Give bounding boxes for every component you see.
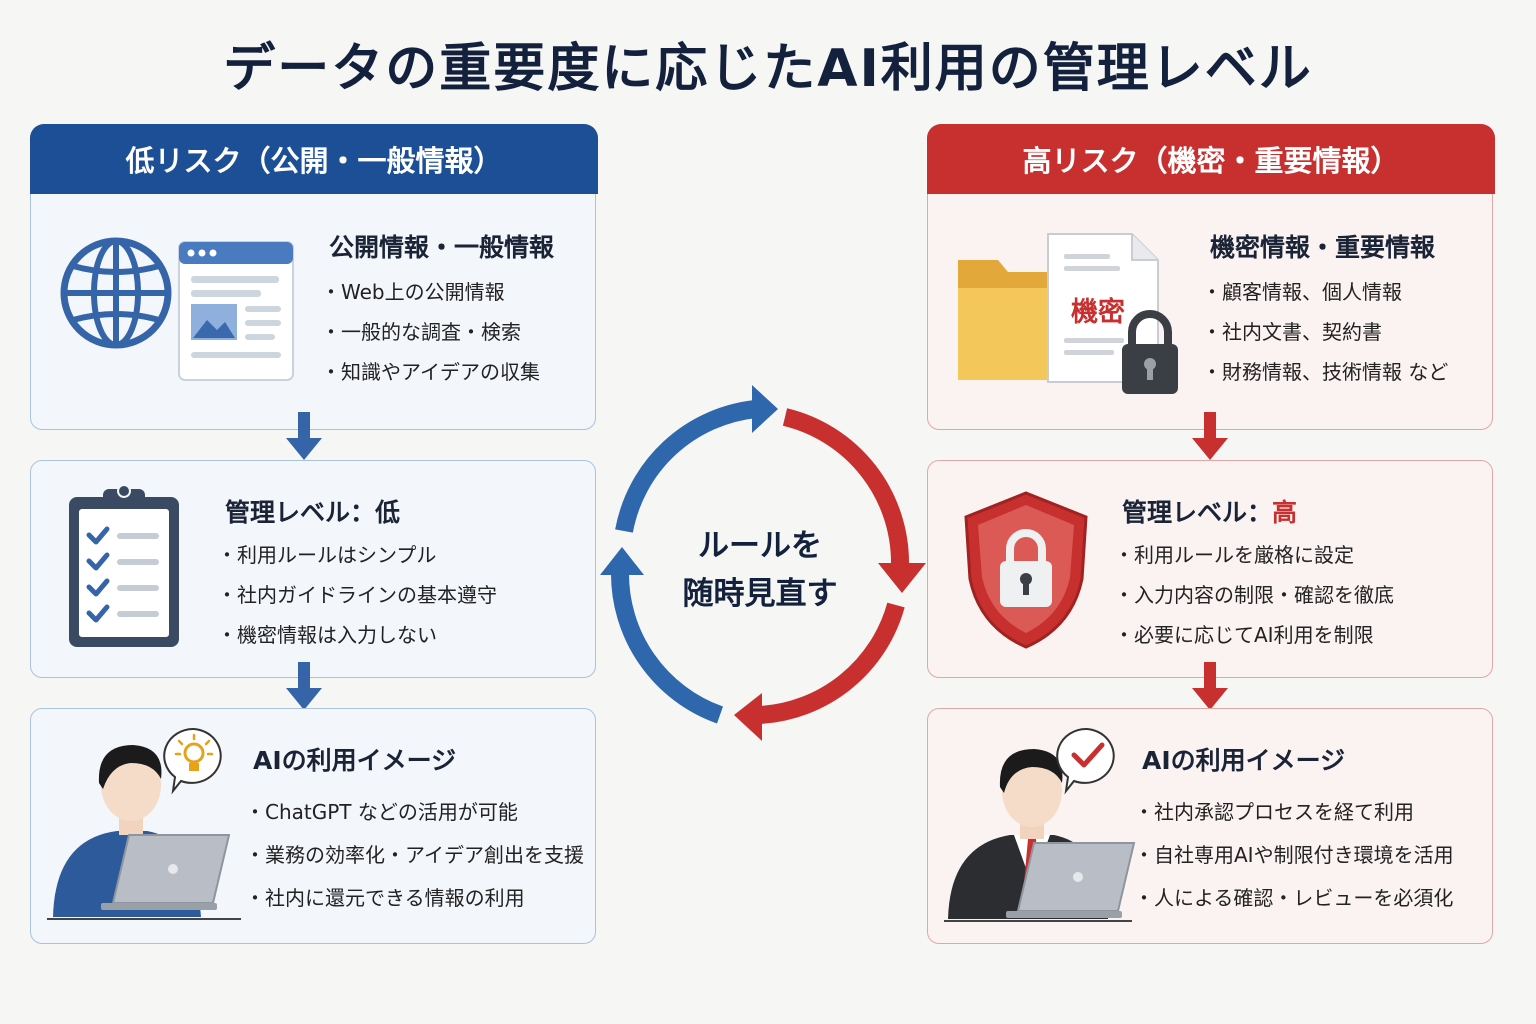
low-risk-header: 低リスク（公開・一般情報） <box>30 124 598 194</box>
cycle-label-line: 随時見直す <box>682 576 838 612</box>
page-title: データの重要度に応じたAI利用の管理レベル <box>223 39 1313 99</box>
low-usage-list: ChatGPT などの活用が可能 業務の効率化・アイデア創出を支援 社内に還元で… <box>245 791 584 920</box>
high-usage-title: AIの利用イメージ <box>1142 746 1346 775</box>
low-info-list: Web上の公開情報 一般的な調査・検索 知識やアイデアの収集 <box>321 272 540 392</box>
low-usage-panel: AIの利用イメージ ChatGPT などの活用が可能 業務の効率化・アイデア創出… <box>30 708 596 944</box>
low-usage-title: AIの利用イメージ <box>253 746 457 775</box>
checkmark-bubble-icon <box>1056 727 1115 795</box>
confidential-stamp: 機密 <box>1071 297 1125 328</box>
cycle-arrows-icon <box>600 385 926 741</box>
low-info-title: 公開情報・一般情報 <box>329 233 555 262</box>
level-value: 高 <box>1272 498 1298 527</box>
down-arrow-icon <box>1192 412 1228 460</box>
level-label: 管理レベル： <box>225 498 376 527</box>
list-item: 社内文書、契約書 <box>1202 312 1448 352</box>
high-level-panel: 管理レベル：高 利用ルールを厳格に設定 入力内容の制限・確認を徹底 必要に応じて… <box>927 460 1493 678</box>
high-level-list: 利用ルールを厳格に設定 入力内容の制限・確認を徹底 必要に応じてAI利用を制限 <box>1114 535 1394 655</box>
list-item: 利用ルールはシンプル <box>217 535 497 575</box>
high-risk-header: 高リスク（機密・重要情報） <box>927 124 1495 194</box>
cycle-label-line: ルールを <box>698 528 822 564</box>
list-item: 財務情報、技術情報 など <box>1202 352 1448 392</box>
level-value: 低 <box>375 498 401 527</box>
laptop-icon <box>101 834 231 910</box>
laptop-icon <box>1006 842 1136 918</box>
list-item: 人による確認・レビューを必須化 <box>1134 877 1454 920</box>
high-info-panel: 機密 機密情報・重要情報 顧客情報、個人情報 社内文書、契約書 財務情報、技術情… <box>927 194 1493 430</box>
list-item: 利用ルールを厳格に設定 <box>1114 535 1394 575</box>
list-item: Web上の公開情報 <box>321 272 540 312</box>
high-usage-panel: AIの利用イメージ 社内承認プロセスを経て利用 自社専用AIや制限付き環境を活用… <box>927 708 1493 944</box>
browser-window-icon <box>178 241 294 381</box>
list-item: 業務の効率化・アイデア創出を支援 <box>245 834 584 877</box>
list-item: 機密情報は入力しない <box>217 615 497 655</box>
high-info-list: 顧客情報、個人情報 社内文書、契約書 財務情報、技術情報 など <box>1202 272 1448 392</box>
globe-icon <box>60 237 172 349</box>
list-item: 必要に応じてAI利用を制限 <box>1114 615 1394 655</box>
lightbulb-bubble-icon <box>163 727 222 795</box>
folder-icon <box>958 260 1076 380</box>
cycle-label: ルールを 随時見直す <box>660 522 860 618</box>
high-level-title: 管理レベル：高 <box>1122 493 1297 529</box>
low-level-panel: 管理レベル：低 利用ルールはシンプル 社内ガイドラインの基本遵守 機密情報は入力… <box>30 460 596 678</box>
low-level-list: 利用ルールはシンプル 社内ガイドラインの基本遵守 機密情報は入力しない <box>217 535 497 655</box>
down-arrow-icon <box>286 412 322 460</box>
list-item: 知識やアイデアの収集 <box>321 352 540 392</box>
clipboard-checklist-icon <box>69 484 179 647</box>
shield-lock-icon <box>964 491 1088 649</box>
padlock-icon <box>1122 310 1178 394</box>
list-item: 社内ガイドラインの基本遵守 <box>217 575 497 615</box>
list-item: 入力内容の制限・確認を徹底 <box>1114 575 1394 615</box>
level-label: 管理レベル： <box>1122 498 1273 527</box>
list-item: 社内に還元できる情報の利用 <box>245 877 584 920</box>
confidential-folder-icon <box>958 233 1178 394</box>
high-usage-list: 社内承認プロセスを経て利用 自社専用AIや制限付き環境を活用 人による確認・レビ… <box>1134 791 1454 920</box>
down-arrow-icon <box>1192 662 1228 710</box>
high-info-title: 機密情報・重要情報 <box>1210 233 1436 262</box>
list-item: 自社専用AIや制限付き環境を活用 <box>1134 834 1454 877</box>
low-level-title: 管理レベル：低 <box>225 493 400 529</box>
down-arrow-icon <box>286 662 322 710</box>
list-item: 社内承認プロセスを経て利用 <box>1134 791 1454 834</box>
list-item: ChatGPT などの活用が可能 <box>245 791 584 834</box>
list-item: 一般的な調査・検索 <box>321 312 540 352</box>
low-info-panel: 公開情報・一般情報 Web上の公開情報 一般的な調査・検索 知識やアイデアの収集 <box>30 194 596 430</box>
list-item: 顧客情報、個人情報 <box>1202 272 1448 312</box>
